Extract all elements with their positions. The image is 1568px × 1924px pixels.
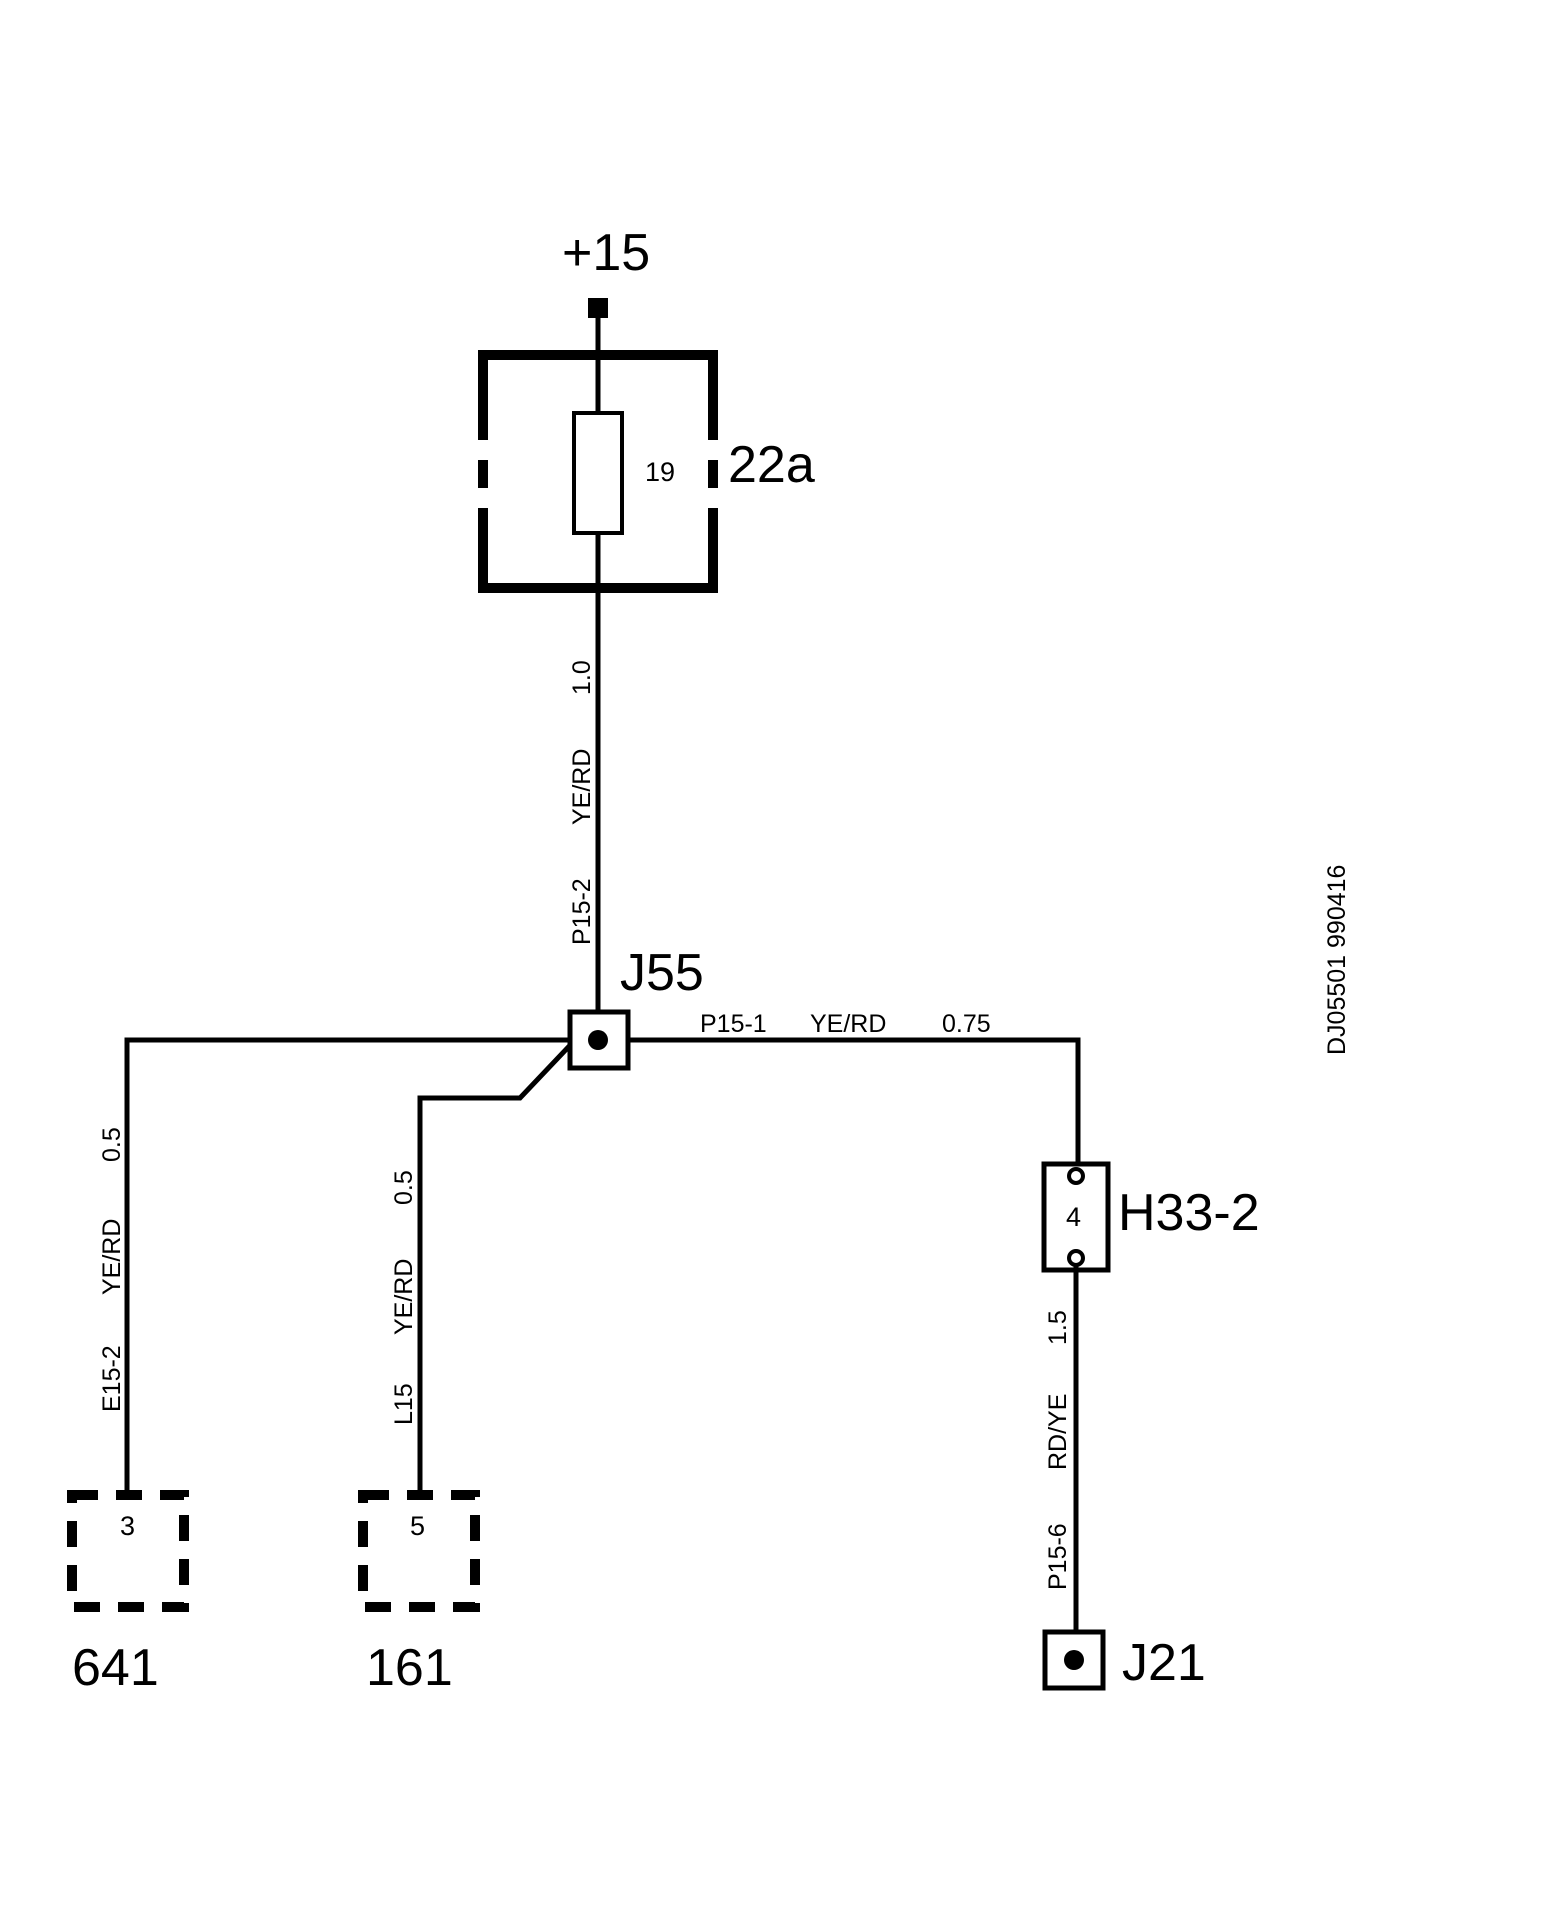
wire-middle-size: 0.5 xyxy=(390,1170,418,1205)
wire-lower-right-code: P15-6 xyxy=(1044,1523,1072,1590)
component-641-pin: 3 xyxy=(120,1511,135,1541)
j21-junction xyxy=(1042,1629,1106,1691)
component-641-box xyxy=(67,1490,189,1612)
j21-label: J21 xyxy=(1122,1634,1206,1692)
j21-dot xyxy=(1064,1650,1084,1670)
wire-top-code: P15-2 xyxy=(568,878,596,945)
wire-top-size: 1.0 xyxy=(568,660,596,695)
supply-label: +15 xyxy=(562,224,650,282)
wire-left-size: 0.5 xyxy=(98,1127,126,1162)
wire-middle-branch xyxy=(417,1036,579,1498)
component-161-label: 161 xyxy=(366,1639,453,1697)
wire-right-color: YE/RD xyxy=(810,1010,886,1038)
wire-middle-code: L15 xyxy=(390,1383,418,1425)
j55-label: J55 xyxy=(620,944,704,1002)
component-161-box xyxy=(358,1490,480,1612)
wire-middle-color: YE/RD xyxy=(390,1259,418,1335)
j55-dot xyxy=(588,1030,608,1050)
wire-left-code: E15-2 xyxy=(98,1345,126,1412)
component-161-pin: 5 xyxy=(410,1511,425,1541)
fuse-element xyxy=(572,411,624,535)
fuse-number: 19 xyxy=(645,457,675,487)
wire-left-color: YE/RD xyxy=(98,1219,126,1295)
fuse-box-label: 22a xyxy=(728,436,815,494)
wire-lower-right-color: RD/YE xyxy=(1044,1394,1072,1470)
wire-right-size: 0.75 xyxy=(942,1010,991,1038)
connector-pin-number: 4 xyxy=(1066,1202,1081,1232)
wire-right-code: P15-1 xyxy=(700,1010,767,1038)
connector-pin-top xyxy=(1067,1167,1085,1185)
drawing-reference: DJ05501 990416 xyxy=(1323,865,1351,1055)
component-641-label: 641 xyxy=(72,1639,159,1697)
wire-lower-right-size: 1.5 xyxy=(1044,1310,1072,1345)
connector-pin-bottom xyxy=(1067,1249,1085,1267)
wire-top-color: YE/RD xyxy=(568,749,596,825)
connector-label: H33-2 xyxy=(1118,1184,1260,1242)
